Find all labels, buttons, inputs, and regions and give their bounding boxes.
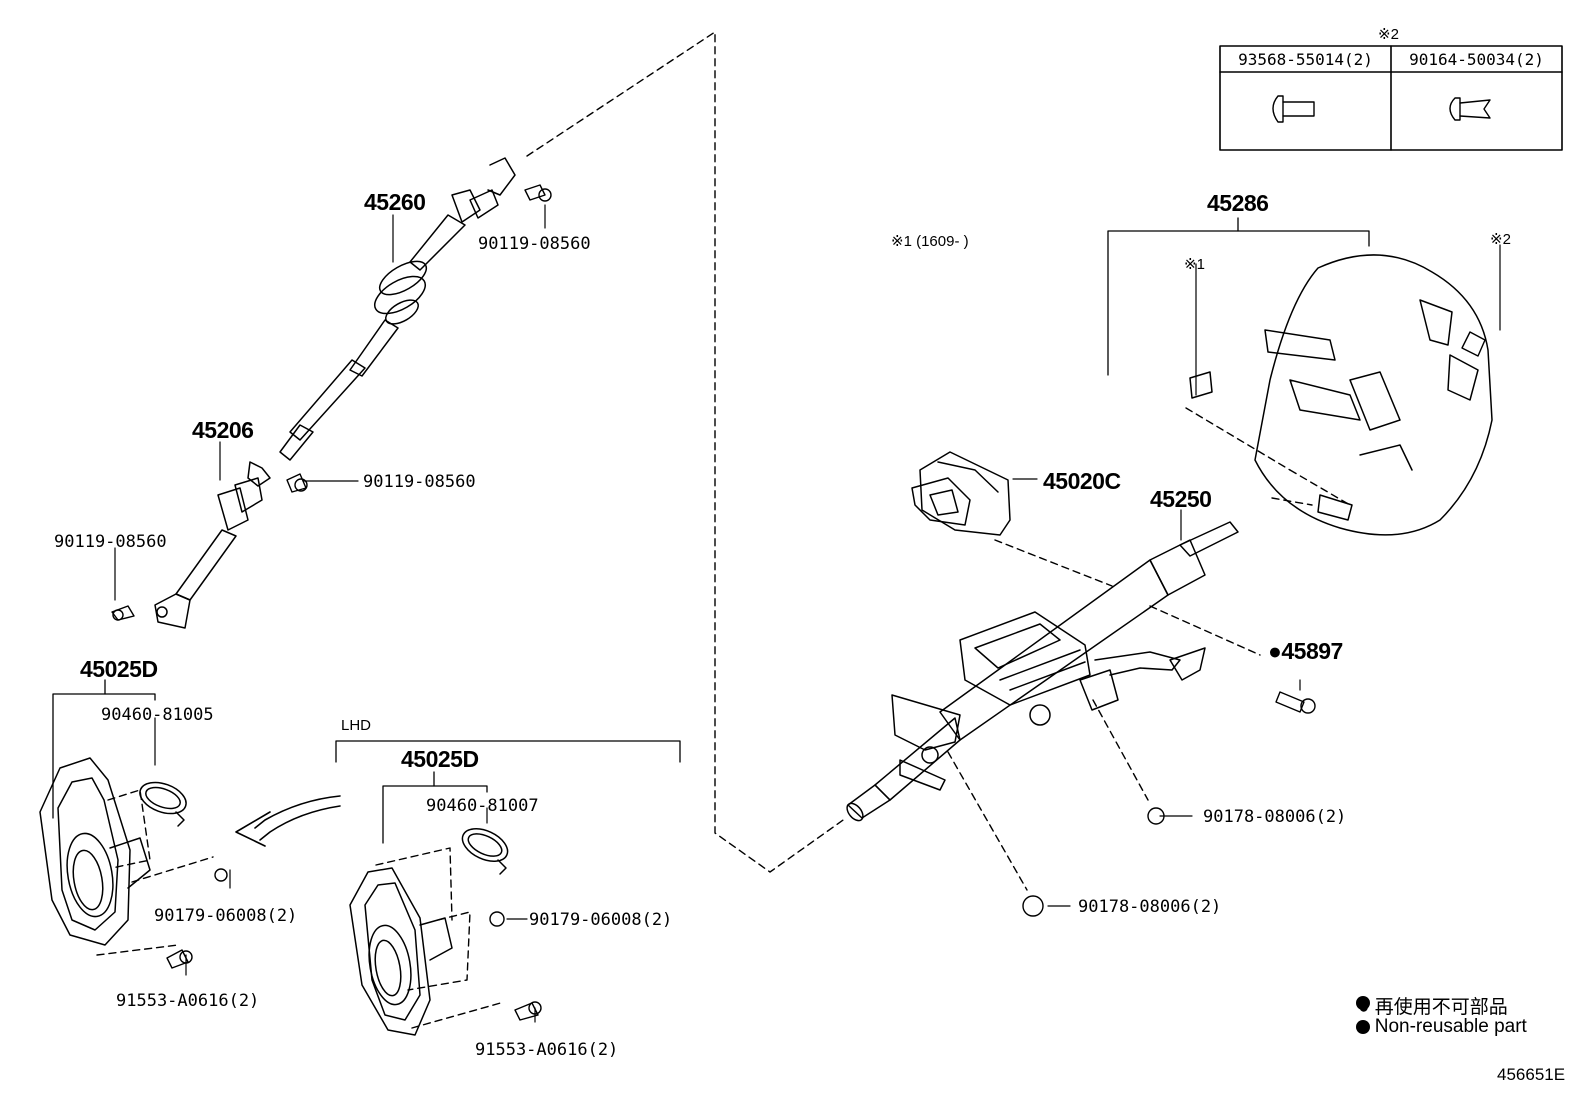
callout-90178-08006-upper: 90178-08006(2) (1203, 807, 1347, 827)
callout-45206: 45206 (192, 417, 254, 443)
lower-shaft-45206 (154, 461, 271, 629)
marker-1: ※1 (1184, 256, 1205, 273)
diagram-id: 456651E (1497, 1065, 1566, 1084)
legend-dots (1356, 996, 1370, 1034)
callout-90460-81007: 90460-81007 (426, 796, 539, 816)
steering-column-45250 (846, 521, 1239, 822)
boot-cover-right (349, 828, 509, 1036)
column-switch-45020C (911, 451, 1011, 536)
callout-lhd: LHD (341, 717, 372, 734)
callout-90119-08560-mid: 90119-08560 (363, 472, 476, 492)
brackets (52, 217, 1370, 844)
leader-lines (114, 204, 1501, 1023)
callout-90178-08006-lower: 90178-08006(2) (1078, 897, 1222, 917)
callout-45260: 45260 (364, 189, 426, 215)
callout-45286: 45286 (1207, 190, 1269, 216)
callout-90119-08560-left: 90119-08560 (54, 532, 167, 552)
note-1609: ※1 (1609- ) (891, 233, 969, 250)
legend-jp: ● 再使用不可部品 (1358, 997, 1508, 1018)
callout-45897: ●45897 (1268, 638, 1343, 664)
legend-en: ● Non-reusable part (1358, 1016, 1527, 1037)
column-cover-45286 (1189, 254, 1493, 536)
marker-2-side: ※2 (1490, 231, 1511, 248)
callout-91553-A0616-right: 91553-A0616(2) (475, 1040, 619, 1060)
callout-90179-06008-right: 90179-06008(2) (529, 910, 673, 930)
intermediate-shaft-45260 (279, 157, 516, 461)
direction-arrow (235, 795, 341, 847)
clip-table-col-2: 90164-50034(2) (1409, 50, 1544, 69)
callout-90179-06008-left: 90179-06008(2) (154, 906, 298, 926)
clip-table-marker: ※2 (1378, 26, 1399, 43)
callout-90460-81005: 90460-81005 (101, 705, 214, 725)
clip-table-col-1: 93568-55014(2) (1238, 50, 1373, 69)
callout-45025D-right: 45025D (401, 746, 479, 772)
dashed-guides (96, 31, 1351, 1029)
bolts (111, 184, 1486, 1021)
callout-90119-08560-top: 90119-08560 (478, 234, 591, 254)
clip-icons (1272, 95, 1491, 123)
callout-91553-A0616-left: 91553-A0616(2) (116, 991, 260, 1011)
boot-cover-left (39, 757, 187, 946)
callout-45250: 45250 (1150, 486, 1212, 512)
callout-45025D-left: 45025D (80, 656, 158, 682)
callout-45020C: 45020C (1043, 468, 1121, 494)
clip-table-grid (1219, 45, 1563, 151)
